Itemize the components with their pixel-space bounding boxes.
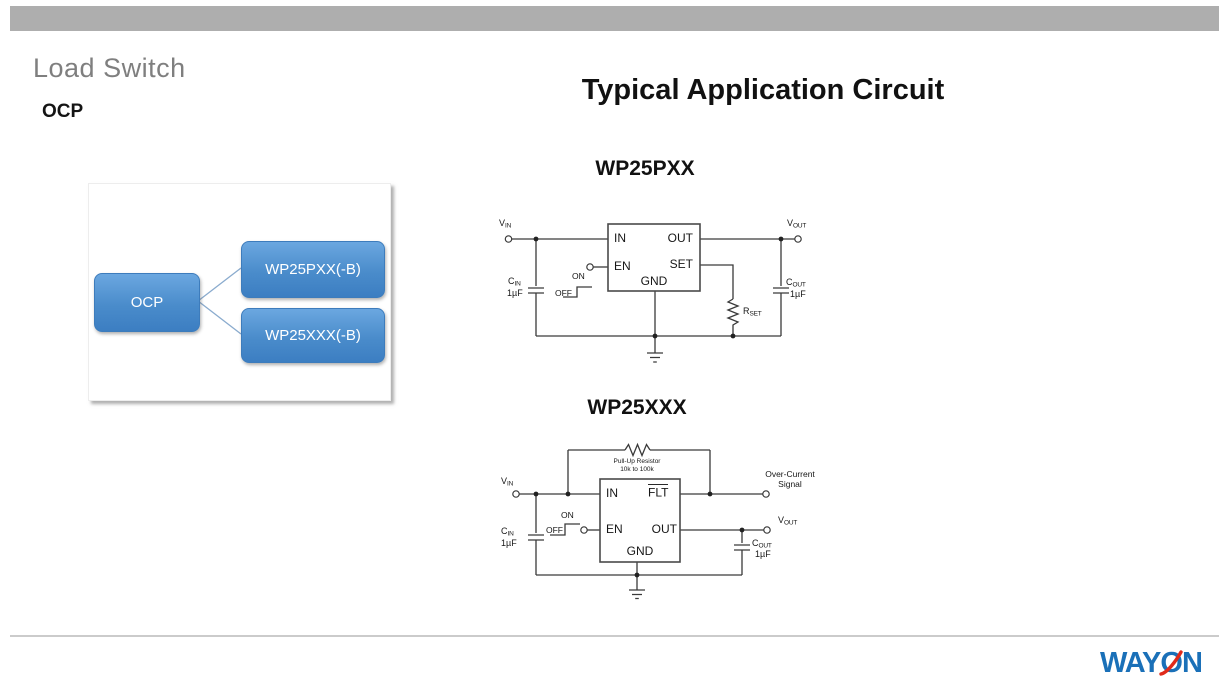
circuit1-ic-chip bbox=[607, 223, 701, 292]
circuit2-pullup-label-line1: Pull-Up Resistor bbox=[613, 458, 661, 465]
circuit2-flt-terminal bbox=[762, 490, 770, 498]
top-gray-bar bbox=[10, 6, 1219, 31]
circuit2-vin-label: VIN bbox=[501, 476, 514, 488]
circuit-wp25xxx: VIN Pull-Up Resistor 10k to 100k Over-Cu… bbox=[495, 440, 835, 620]
circuit2-cout-label: COUT bbox=[752, 538, 772, 550]
circuit2-vout-terminal bbox=[763, 526, 771, 534]
circuit2-pin-gnd: GND bbox=[626, 544, 654, 558]
circuit2-pin-in: IN bbox=[606, 486, 618, 500]
circuit2-switch-off-label: OFF bbox=[546, 525, 563, 535]
tree-node-ocp: OCP bbox=[94, 273, 200, 332]
logo-text-n: N bbox=[1181, 646, 1203, 679]
tree-node-ocp-label: OCP bbox=[130, 294, 164, 311]
circuit1-cin-value: 1µF bbox=[507, 288, 523, 298]
circuit2-cin-value: 1µF bbox=[501, 538, 517, 548]
ocp-tree-diagram: OCP WP25PXX(-B) WP25XXX(-B) bbox=[88, 183, 391, 401]
circuit1-pin-set: SET bbox=[669, 257, 693, 271]
circuit1-switch-on-label: ON bbox=[572, 271, 585, 281]
circuit1-pin-out: OUT bbox=[667, 231, 693, 245]
logo-red-swoosh-icon bbox=[1159, 649, 1184, 676]
circuit2-cout-value: 1µF bbox=[755, 549, 771, 559]
tree-connectors bbox=[197, 267, 242, 335]
footer-divider bbox=[10, 635, 1219, 637]
section-subtitle: OCP bbox=[42, 101, 84, 122]
circuit2-junction-dots bbox=[533, 491, 745, 578]
circuit2-pin-en: EN bbox=[606, 522, 623, 536]
circuit2-overcurrent-label-line2: Signal bbox=[778, 479, 802, 489]
tree-node-wp25xxx-label: WP25XXX(-B) bbox=[265, 327, 361, 344]
circuit1-cout-value: 1µF bbox=[790, 289, 806, 299]
circuit1-cin-label: CIN bbox=[508, 276, 521, 288]
circuit1-vin-label: VIN bbox=[499, 218, 512, 230]
circuit1-vout-terminal bbox=[794, 235, 802, 243]
circuit2-schematic bbox=[512, 442, 771, 600]
circuit1-vin-terminal bbox=[504, 235, 513, 243]
circuit2-cin-label: CIN bbox=[501, 526, 514, 538]
logo-letter-o: O bbox=[1159, 647, 1184, 680]
circuit1-junction-dots bbox=[533, 236, 784, 339]
circuit2-overcurrent-label-line1: Over-Current bbox=[765, 469, 815, 479]
circuit2-pin-out: OUT bbox=[651, 522, 677, 536]
circuit2-title: WP25XXX bbox=[587, 396, 687, 419]
circuit1-pin-gnd: GND bbox=[640, 274, 668, 288]
circuit2-terminals bbox=[512, 490, 771, 534]
tree-node-wp25pxx-label: WP25PXX(-B) bbox=[265, 261, 361, 278]
circuit2-vout-label: VOUT bbox=[778, 515, 798, 527]
circuit2-pin-flt: FLT bbox=[648, 483, 669, 499]
wayon-logo: WAY O N bbox=[1100, 646, 1203, 680]
circuit2-switch-on-label: ON bbox=[561, 510, 574, 520]
circuit2-vin-terminal bbox=[512, 490, 520, 498]
circuit1-terminals bbox=[504, 235, 802, 271]
circuit1-en-terminal bbox=[586, 263, 594, 271]
circuit-wp25pxx: VIN VOUT CIN 1µF COUT 1µF RSET ON OFF IN… bbox=[495, 215, 825, 380]
circuit1-pin-en: EN bbox=[614, 259, 631, 273]
circuit1-rset-label: RSET bbox=[743, 306, 762, 318]
circuit2-ic-chip bbox=[599, 478, 681, 563]
main-title: Typical Application Circuit bbox=[581, 74, 945, 106]
circuit1-vout-label: VOUT bbox=[787, 218, 807, 230]
circuit2-en-terminal bbox=[580, 526, 588, 534]
circuit1-wires bbox=[512, 238, 795, 363]
page-title: Load Switch bbox=[33, 53, 186, 83]
circuit1-schematic bbox=[504, 223, 802, 363]
tree-node-wp25pxx: WP25PXX(-B) bbox=[241, 241, 385, 298]
circuit1-pin-in: IN bbox=[614, 231, 626, 245]
tree-node-wp25xxx: WP25XXX(-B) bbox=[241, 308, 385, 363]
circuit1-switch-off-label: OFF bbox=[555, 288, 572, 298]
circuit1-cout-label: COUT bbox=[786, 277, 806, 289]
circuit2-pullup-label-line2: 10k to 100k bbox=[620, 465, 654, 473]
circuit1-title: WP25PXX bbox=[595, 157, 695, 180]
logo-text-way: WAY bbox=[1100, 646, 1161, 679]
